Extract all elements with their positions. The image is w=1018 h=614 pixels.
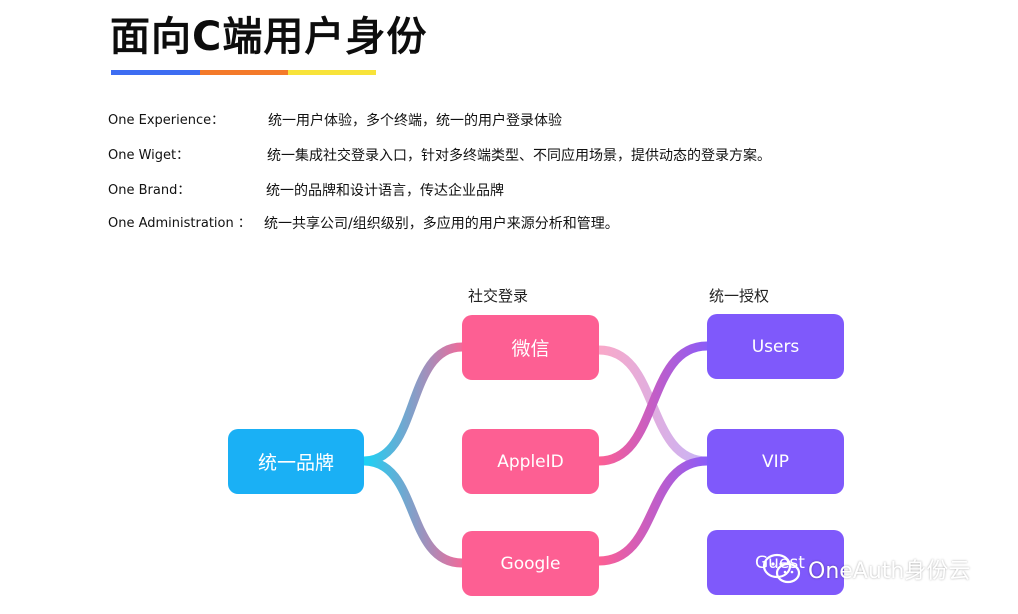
page-title: 面向C端用户身份 [110, 14, 428, 60]
principle-value: 统一集成社交登录入口，针对多终端类型、不同应用场景，提供动态的登录方案。 [267, 148, 771, 164]
link-brand-wechat [363, 342, 463, 466]
principle-value: 统一共享公司/组织级别，多应用的用户来源分析和管理。 [264, 216, 619, 232]
wechat-icon [762, 553, 801, 584]
vip-node: VIP [707, 429, 844, 494]
unified-auth-header: 统一授权 [709, 287, 770, 305]
link-appleid-users [598, 341, 708, 466]
appleid-node: AppleID [462, 429, 599, 494]
watermark-text: OneAuth身份云 [808, 559, 971, 584]
users-node: Users [707, 314, 844, 379]
title-underline-yellow [288, 70, 376, 75]
link-google-vip [598, 456, 708, 566]
social-login-header: 社交登录 [468, 287, 529, 305]
link-brand-google [363, 456, 463, 568]
principle-key: One Administration ： [108, 216, 251, 231]
wechat-node: 微信 [462, 315, 599, 380]
title-underline-orange [200, 70, 288, 75]
watermark: OneAuth身份云 [762, 552, 970, 586]
principle-value: 统一用户体验，多个终端，统一的用户登录体验 [268, 113, 562, 129]
principle-key: One Wiget： [108, 148, 190, 163]
principle-key: One Brand： [108, 183, 191, 198]
title-underline-blue [111, 70, 200, 75]
google-node: Google [462, 531, 599, 596]
brand-node: 统一品牌 [228, 429, 364, 494]
principle-value: 统一的品牌和设计语言，传达企业品牌 [266, 183, 504, 199]
principle-key: One Experience： [108, 113, 225, 128]
